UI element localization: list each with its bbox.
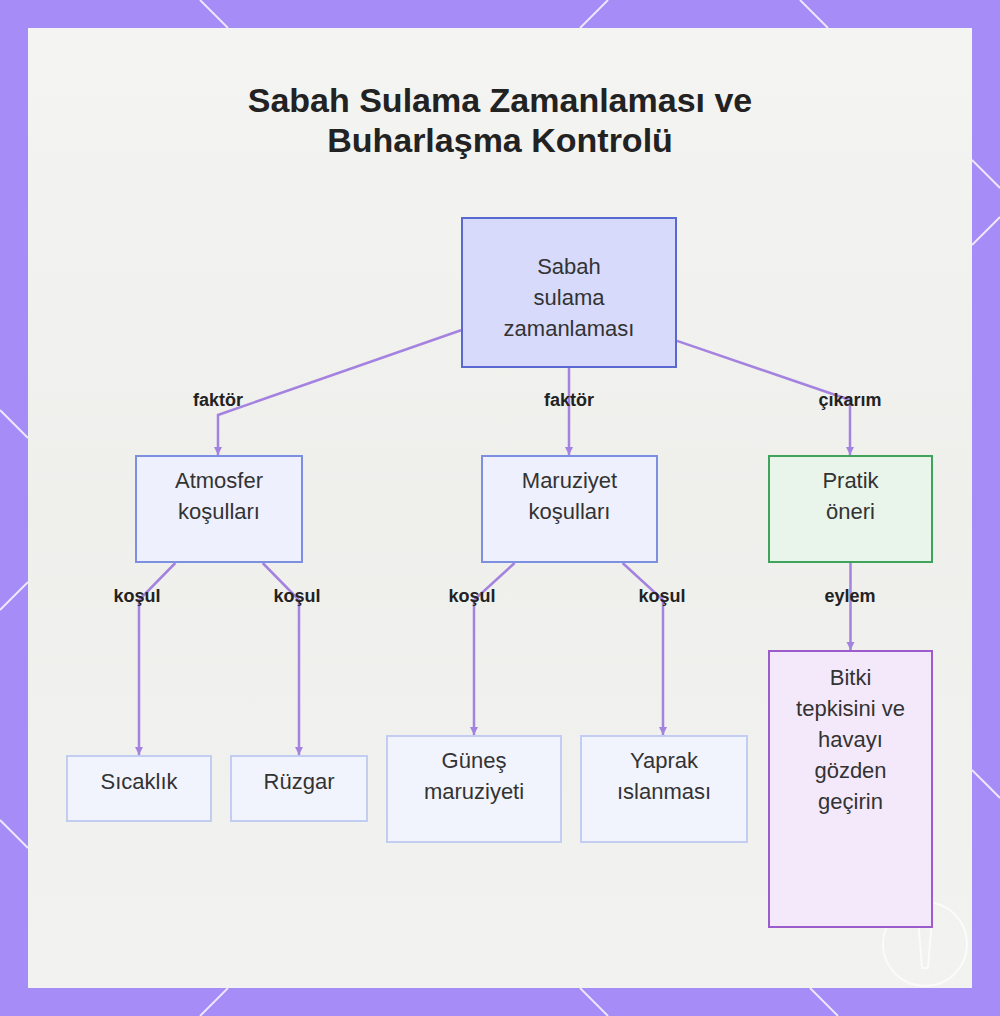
box-text: Rüzgar: [264, 766, 335, 797]
edge-label: faktör: [544, 390, 594, 411]
connector-line: [849, 563, 852, 650]
box-text: Güneş maruziyeti: [404, 745, 544, 807]
edge-label: koşul: [273, 586, 320, 607]
process-box: Sabah sulama zamanlaması: [461, 217, 677, 368]
edge-label: koşul: [638, 586, 685, 607]
edge-label: faktör: [193, 390, 243, 411]
box-text: Yaprak ıslanması: [599, 745, 729, 807]
edge-label: eylem: [824, 586, 875, 607]
process-box: Yaprak ıslanması: [580, 735, 748, 843]
connector-line: [568, 368, 571, 455]
process-box: Güneş maruziyeti: [386, 735, 562, 843]
process-box: Pratik öneri: [768, 455, 933, 563]
process-box: Rüzgar: [230, 755, 368, 822]
edge-label: çıkarım: [818, 390, 881, 411]
box-text: Sabah sulama zamanlaması: [501, 251, 637, 344]
connector-line: [218, 330, 461, 455]
box-text: Maruziyet koşulları: [500, 465, 640, 527]
box-text: Pratik öneri: [796, 465, 906, 527]
process-box: Bitki tepkisini ve havayı gözden geçirin: [768, 650, 933, 928]
edge-label: koşul: [448, 586, 495, 607]
box-text: Bitki tepkisini ve havayı gözden geçirin: [796, 662, 906, 817]
box-text: Sıcaklık: [100, 766, 177, 797]
process-box: Maruziyet koşulları: [481, 455, 658, 563]
edge-label: koşul: [113, 586, 160, 607]
process-box: Sıcaklık: [66, 755, 212, 822]
diagram-title: Sabah Sulama Zamanlaması ve Buharlaşma K…: [170, 80, 830, 160]
box-text: Atmosfer koşulları: [154, 465, 284, 527]
process-box: Atmosfer koşulları: [135, 455, 303, 563]
